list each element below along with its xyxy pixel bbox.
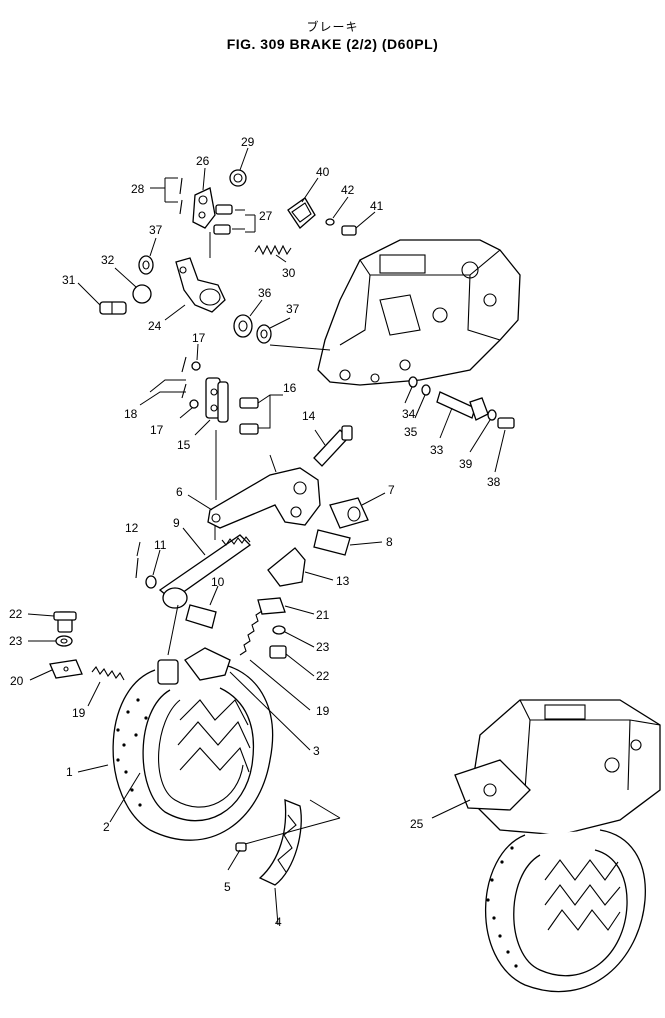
- callout-42: 42: [341, 183, 355, 197]
- callout-37-lower: 37: [286, 302, 300, 316]
- callout-8: 8: [386, 535, 393, 549]
- part-35-ring: [421, 384, 431, 396]
- callout-26: 26: [196, 154, 210, 168]
- part-4-lining-segment: [258, 798, 302, 886]
- part-40-bracket: [287, 197, 316, 229]
- callout-17-lower: 17: [150, 423, 164, 437]
- callout-11: 11: [154, 538, 167, 552]
- part-13-block: [267, 547, 306, 587]
- callout-23-left: 23: [9, 634, 23, 648]
- callout-39: 39: [459, 457, 473, 471]
- figure-title: FIG. 309 BRAKE (2/2) (D60PL): [226, 36, 439, 52]
- callout-41: 41: [370, 199, 384, 213]
- part-28-pins: [179, 177, 183, 215]
- part-37-washer-upper: [138, 255, 154, 275]
- part-24-lever: [175, 257, 226, 313]
- callout-30: 30: [282, 266, 296, 280]
- callout-36: 36: [258, 286, 272, 300]
- part-23-washer-left: [55, 635, 73, 647]
- part-1-brake-band: [112, 664, 274, 841]
- callout-40: 40: [316, 165, 330, 179]
- part-38-bolt: [497, 417, 515, 429]
- part-23-washer-right: [272, 625, 286, 635]
- callout-labels: 29 26 28 27 40 42 41 30 37 32 31 24 36 3…: [9, 135, 501, 929]
- part-25-assembly-view: [454, 699, 661, 993]
- callout-28: 28: [131, 182, 145, 196]
- part-18-pins: [181, 356, 187, 399]
- part-14-pin: [313, 425, 353, 467]
- callout-14: 14: [302, 409, 316, 423]
- part-33-shaft: [436, 391, 489, 421]
- callout-16: 16: [283, 381, 297, 395]
- callout-27: 27: [259, 209, 273, 223]
- callout-10: 10: [211, 575, 225, 589]
- callout-31: 31: [62, 273, 76, 287]
- callout-7: 7: [388, 483, 395, 497]
- callout-13: 13: [336, 574, 350, 588]
- part-9-rod: [158, 534, 252, 609]
- part-22-bolt-left: [53, 611, 77, 633]
- part-22-bolt-right: [269, 645, 287, 659]
- callout-17-upper: 17: [192, 331, 206, 345]
- part-36-bearing: [233, 314, 253, 338]
- callout-1: 1: [66, 765, 73, 779]
- part-30-spring: [254, 244, 292, 256]
- part-31-bolt: [99, 301, 127, 315]
- part-17-washers: [189, 361, 201, 409]
- callout-21: 21: [316, 608, 330, 622]
- callout-29: 29: [241, 135, 255, 149]
- part-7-bushing: [329, 497, 369, 529]
- callout-3: 3: [313, 744, 320, 758]
- callout-35: 35: [404, 425, 418, 439]
- callout-38: 38: [487, 475, 501, 489]
- callout-24: 24: [148, 319, 162, 333]
- callout-5: 5: [224, 880, 231, 894]
- callout-20: 20: [10, 674, 24, 688]
- callout-2: 2: [103, 820, 110, 834]
- part-29-bushing: [229, 169, 247, 187]
- callout-23-right: 23: [316, 640, 330, 654]
- part-5-rivet: [235, 842, 247, 852]
- callout-33: 33: [430, 443, 444, 457]
- part-32-nut: [132, 284, 152, 304]
- callout-19-right: 19: [316, 704, 330, 718]
- part-8-pin: [313, 529, 351, 556]
- callout-9: 9: [173, 516, 180, 530]
- part-39-washer: [487, 409, 497, 421]
- part-10-pin: [185, 604, 217, 629]
- part-15-clevis: [205, 377, 229, 423]
- callout-25: 25: [410, 817, 424, 831]
- part-16-bolts: [239, 397, 259, 435]
- part-3-bracket: [157, 647, 231, 685]
- part-21-plate: [257, 597, 286, 615]
- part-20-plate: [49, 659, 83, 679]
- callout-15: 15: [177, 438, 191, 452]
- part-19-spring-right: [239, 610, 263, 656]
- part-12-pin: [135, 557, 139, 579]
- transmission-case: [269, 239, 521, 386]
- part-34-ring: [408, 376, 418, 388]
- part-19-spring-left: [91, 666, 125, 681]
- leader-lines: [27, 147, 506, 926]
- callout-19-left: 19: [72, 706, 86, 720]
- part-37-washer-lower: [256, 324, 272, 344]
- callout-18: 18: [124, 407, 138, 421]
- part-42-washer: [325, 218, 335, 226]
- part-26-lever: [192, 187, 216, 229]
- title-japanese: ブレーキ: [306, 20, 359, 34]
- callout-22-left: 22: [9, 607, 23, 621]
- part-6-bellcrank: [207, 467, 321, 529]
- part-11-washer: [145, 575, 157, 589]
- part-27-bolts: [213, 204, 233, 235]
- callout-6: 6: [176, 485, 183, 499]
- callout-22-right: 22: [316, 669, 330, 683]
- callout-4: 4: [275, 915, 282, 929]
- part-41-bolt: [341, 225, 357, 236]
- callout-32: 32: [101, 253, 115, 267]
- callout-37-upper: 37: [149, 223, 163, 237]
- callout-34: 34: [402, 407, 416, 421]
- callout-12: 12: [125, 521, 139, 535]
